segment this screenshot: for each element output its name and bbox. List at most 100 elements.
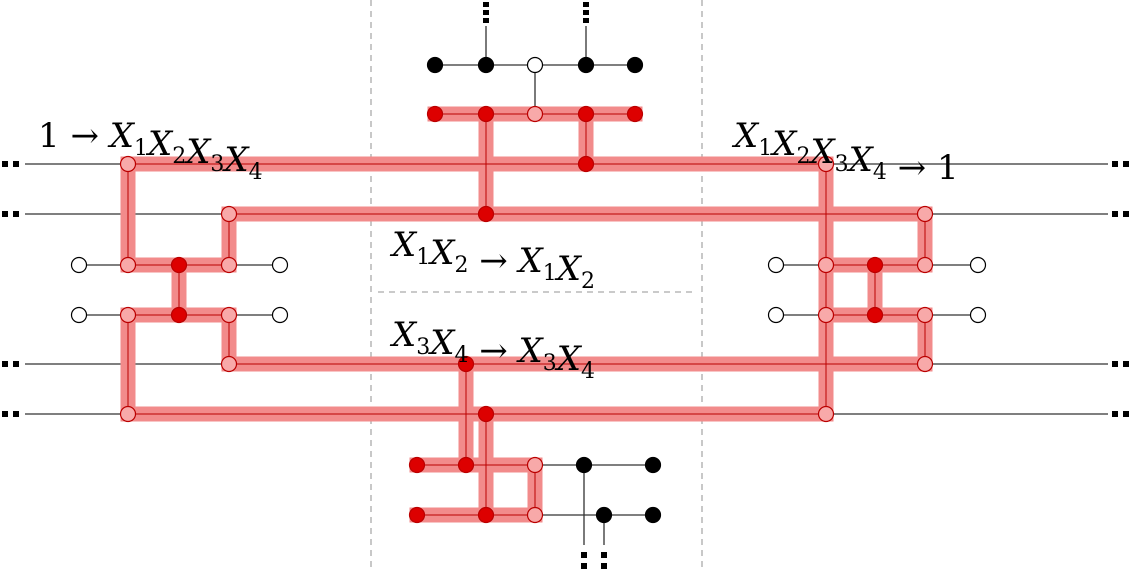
- ellipsis-dot: [601, 552, 607, 558]
- hollow-red-node: [916, 256, 934, 274]
- label-part: X: [731, 116, 760, 156]
- label-subscript: 4: [873, 160, 887, 185]
- ellipsis-dot: [583, 2, 589, 7]
- label-part: 1: [937, 148, 959, 188]
- hollow-red-node: [817, 405, 835, 423]
- ellipsis-dot: [1112, 411, 1118, 417]
- ellipsis-dot: [581, 552, 587, 558]
- hollow-red-node: [119, 306, 137, 324]
- ellipsis-dot: [2, 211, 8, 217]
- filled-red-node: [457, 456, 475, 474]
- hollow-black-node: [526, 56, 544, 74]
- hollow-red-node: [817, 256, 835, 274]
- label-part: X: [516, 241, 545, 281]
- ellipsis-dot: [2, 161, 8, 167]
- hollow-red-node: [526, 456, 544, 474]
- label-subscript: 4: [249, 160, 263, 185]
- label-part: 1: [38, 116, 60, 156]
- ellipsis-dot: [483, 18, 489, 23]
- section-dividers: [370, 0, 703, 572]
- label-subscript: 3: [210, 152, 224, 177]
- filled-black-node: [595, 506, 613, 524]
- filled-black-node: [626, 56, 644, 74]
- hollow-red-node: [119, 405, 137, 423]
- hollow-red-node: [817, 155, 835, 173]
- filled-black-node: [644, 456, 662, 474]
- ellipsis-dot: [601, 563, 607, 569]
- hollow-black-node: [70, 256, 88, 274]
- hollow-red-node: [526, 506, 544, 524]
- ellipsis-dot: [583, 10, 589, 15]
- filled-red-node: [426, 105, 444, 123]
- ellipsis-dot: [13, 411, 19, 417]
- ellipsis-dot: [581, 563, 587, 569]
- label-part: X: [427, 323, 456, 363]
- ellipsis-dot: [2, 361, 8, 367]
- ellipsis-dot: [2, 411, 8, 417]
- label-part: X: [554, 339, 583, 379]
- filled-black-node: [644, 506, 662, 524]
- label-subscript: 4: [454, 343, 468, 368]
- label-top-left: 1 → X1X2X3X4: [38, 116, 263, 185]
- ellipsis-dot: [13, 361, 19, 367]
- hollow-red-node: [916, 355, 934, 373]
- label-part: X: [221, 140, 250, 180]
- ellipsis-dot: [13, 161, 19, 167]
- label-subscript: 3: [543, 351, 557, 376]
- ellipsis-dot: [1123, 161, 1129, 167]
- filled-red-node: [170, 256, 188, 274]
- filled-red-node: [477, 205, 495, 223]
- label-part: →: [468, 331, 518, 371]
- filled-red-node: [577, 105, 595, 123]
- label-part: →: [60, 116, 110, 156]
- filled-red-node: [408, 506, 426, 524]
- ellipsis-dot: [13, 211, 19, 217]
- filled-red-node: [457, 355, 475, 373]
- ellipsis-dot: [583, 18, 589, 23]
- filled-red-node: [577, 155, 595, 173]
- filled-red-node: [408, 456, 426, 474]
- filled-black-node: [577, 56, 595, 74]
- ellipsis-dot: [1112, 161, 1118, 167]
- filled-red-node: [477, 405, 495, 423]
- hollow-black-node: [767, 256, 785, 274]
- label-part: X: [516, 331, 545, 371]
- label-part: X: [769, 124, 798, 164]
- hollow-red-node: [119, 256, 137, 274]
- label-subscript: 1: [134, 136, 148, 161]
- label-part: X: [389, 315, 418, 355]
- hollow-black-node: [70, 306, 88, 324]
- label-middle-upper: X1X2 → X1X2: [389, 225, 595, 294]
- label-part: →: [468, 241, 518, 281]
- label-subscript: 3: [835, 152, 849, 177]
- label-subscript: 2: [454, 253, 468, 278]
- label-part: X: [389, 225, 418, 265]
- hollow-black-node: [271, 256, 289, 274]
- label-part: X: [427, 233, 456, 273]
- ellipsis-dot: [483, 10, 489, 15]
- label-part: X: [145, 124, 174, 164]
- filled-black-node: [426, 56, 444, 74]
- ellipsis-dot: [1112, 361, 1118, 367]
- ellipsis-dot: [483, 2, 489, 7]
- hollow-black-node: [767, 306, 785, 324]
- hollow-red-node: [916, 306, 934, 324]
- hollow-red-node: [916, 205, 934, 223]
- ellipsis-dot: [1123, 361, 1129, 367]
- filled-red-node: [170, 306, 188, 324]
- filled-black-node: [477, 56, 495, 74]
- hollow-black-node: [271, 306, 289, 324]
- filled-red-node: [866, 256, 884, 274]
- label-part: →: [887, 148, 937, 188]
- label-subscript: 1: [416, 245, 430, 270]
- hollow-red-node: [817, 306, 835, 324]
- label-part: X: [107, 116, 136, 156]
- hollow-black-node: [969, 256, 987, 274]
- label-subscript: 1: [758, 136, 772, 161]
- hollow-red-node: [220, 205, 238, 223]
- label-subscript: 3: [416, 335, 430, 360]
- label-subscript: 4: [581, 359, 595, 384]
